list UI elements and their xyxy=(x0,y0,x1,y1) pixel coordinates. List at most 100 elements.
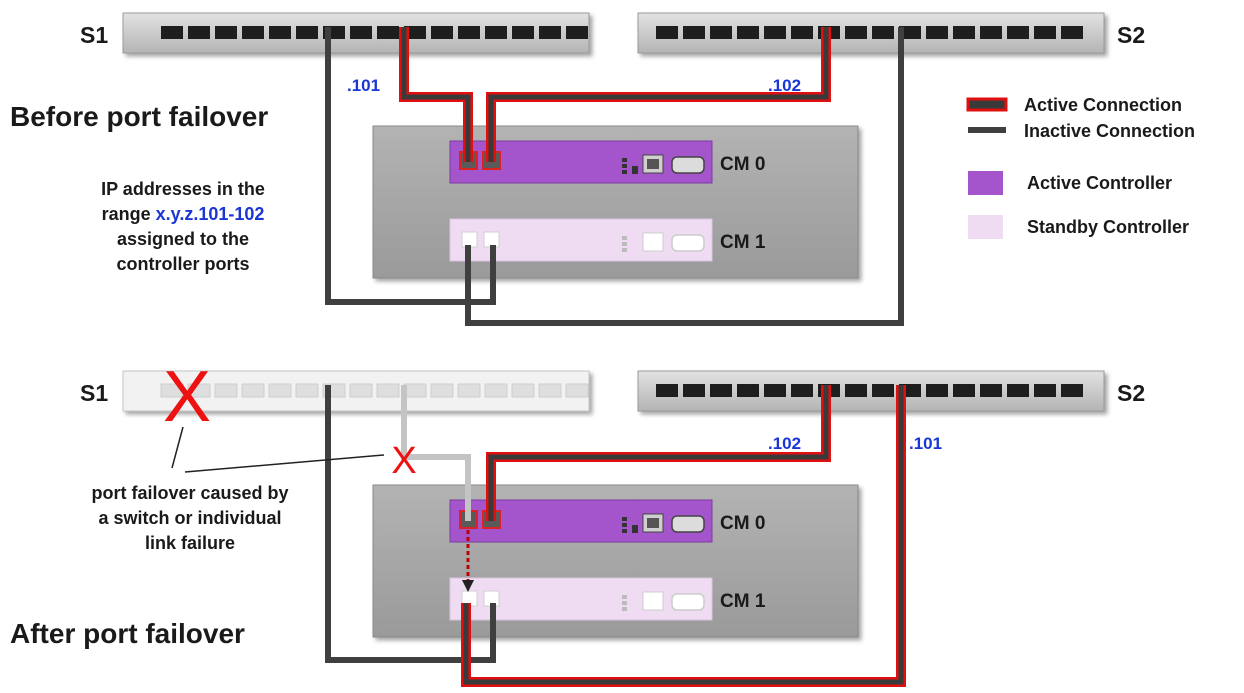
switch-port xyxy=(845,26,867,39)
inactive-link-bottom xyxy=(325,385,496,663)
switch-port xyxy=(538,383,562,398)
svg-text:link failure: link failure xyxy=(145,533,235,553)
svg-text:IP addresses in the: IP addresses in the xyxy=(101,179,265,199)
switch-port xyxy=(1061,384,1083,397)
switch-port xyxy=(242,26,264,39)
cm1-label-top: CM 1 xyxy=(720,232,766,253)
ip-range-highlight: x.y.z.101-102 xyxy=(156,204,265,224)
switch-port xyxy=(457,383,481,398)
switch-port xyxy=(710,384,732,397)
legend-standby-controller-swatch xyxy=(968,215,1003,239)
switch-port xyxy=(565,383,589,398)
legend-standby-controller: Standby Controller xyxy=(1027,217,1189,237)
switch-port xyxy=(683,384,705,397)
switch-port xyxy=(566,26,588,39)
s2-label-top: S2 xyxy=(1117,22,1145,48)
switch-port xyxy=(1034,384,1056,397)
failover-arrow xyxy=(462,530,474,592)
switch-port xyxy=(926,26,948,39)
active-links-bottom xyxy=(461,385,906,687)
ip-label-101-bottom: .101 xyxy=(909,434,942,453)
active-links-top xyxy=(399,27,831,162)
switch-port xyxy=(484,383,508,398)
link-failure-x-icon: X xyxy=(391,440,416,482)
switch-port xyxy=(296,26,318,39)
switch-port xyxy=(214,383,238,398)
switch-port xyxy=(350,26,372,39)
switch-port xyxy=(953,384,975,397)
legend-inactive-connection-swatch xyxy=(968,127,1006,133)
switch-port xyxy=(161,26,183,39)
ip-label-102-top: .102 xyxy=(768,76,801,95)
legend-active-connection-swatch xyxy=(966,97,1008,112)
switch-port xyxy=(899,26,921,39)
switch-port xyxy=(737,26,759,39)
svg-text:a switch or individual: a switch or individual xyxy=(98,508,281,528)
switch-port xyxy=(241,383,265,398)
switch-port xyxy=(404,26,426,39)
switch-port xyxy=(980,26,1002,39)
switch-s2-bottom xyxy=(637,370,1105,412)
switch-port xyxy=(791,384,813,397)
cm0-label-top: CM 0 xyxy=(720,154,765,175)
ip-label-102-bottom: .102 xyxy=(768,434,801,453)
switch-port xyxy=(1007,384,1029,397)
legend-inactive-connection: Inactive Connection xyxy=(1024,121,1195,141)
switch-port xyxy=(485,26,507,39)
inactive-links-top xyxy=(325,27,904,326)
legend: Active Connection Inactive Connection Ac… xyxy=(966,95,1195,239)
switch-s2-top xyxy=(637,12,1105,54)
legend-active-connection: Active Connection xyxy=(1024,95,1182,115)
svg-text:controller ports: controller ports xyxy=(116,254,249,274)
switch-port xyxy=(403,383,427,398)
before-failover-title: Before port failover xyxy=(10,101,268,132)
switch-port xyxy=(764,384,786,397)
legend-active-controller: Active Controller xyxy=(1027,173,1172,193)
switch-port xyxy=(268,383,292,398)
switch-port xyxy=(791,26,813,39)
s2-label-bottom: S2 xyxy=(1117,380,1145,406)
switch-port xyxy=(458,26,480,39)
ip-label-101-top: .101 xyxy=(347,76,380,95)
legend-active-controller-swatch xyxy=(968,171,1003,195)
s1-label-bottom: S1 xyxy=(80,380,108,406)
cm1-label-bottom: CM 1 xyxy=(720,591,766,612)
switch-port xyxy=(872,26,894,39)
svg-text:port failover caused by: port failover caused by xyxy=(91,483,288,503)
switch-port xyxy=(683,26,705,39)
switch-port xyxy=(845,384,867,397)
switch-port xyxy=(512,26,534,39)
switch-port xyxy=(1034,26,1056,39)
switch-port xyxy=(764,26,786,39)
switch-s1-bottom-failed xyxy=(122,370,590,412)
array-chassis-bottom xyxy=(372,484,859,638)
switch-port xyxy=(872,384,894,397)
switch-port xyxy=(295,383,319,398)
switch-port xyxy=(160,383,184,398)
switch-port xyxy=(511,383,535,398)
switch-port xyxy=(349,383,373,398)
failover-pointer-lines xyxy=(171,426,385,473)
switch-port xyxy=(656,384,678,397)
switch-port xyxy=(737,384,759,397)
switch-port xyxy=(188,26,210,39)
switch-port xyxy=(926,384,948,397)
switch-failure-x-icon: X xyxy=(163,357,211,437)
switch-port xyxy=(269,26,291,39)
svg-text:range x.y.z.101-102: range x.y.z.101-102 xyxy=(102,204,265,224)
switch-port xyxy=(430,383,454,398)
array-chassis-top xyxy=(372,125,859,279)
ip-range-note: IP addresses in the range x.y.z.101-102 … xyxy=(101,179,265,274)
switch-port xyxy=(376,383,400,398)
switch-port xyxy=(215,26,237,39)
switch-port xyxy=(539,26,561,39)
switch-port xyxy=(187,383,211,398)
svg-text:assigned to the: assigned to the xyxy=(117,229,249,249)
switch-port xyxy=(980,384,1002,397)
switch-port xyxy=(656,26,678,39)
switch-port xyxy=(953,26,975,39)
failover-cause-note: port failover caused by a switch or indi… xyxy=(91,483,288,553)
s1-label-top: S1 xyxy=(80,22,108,48)
switch-port xyxy=(710,26,732,39)
